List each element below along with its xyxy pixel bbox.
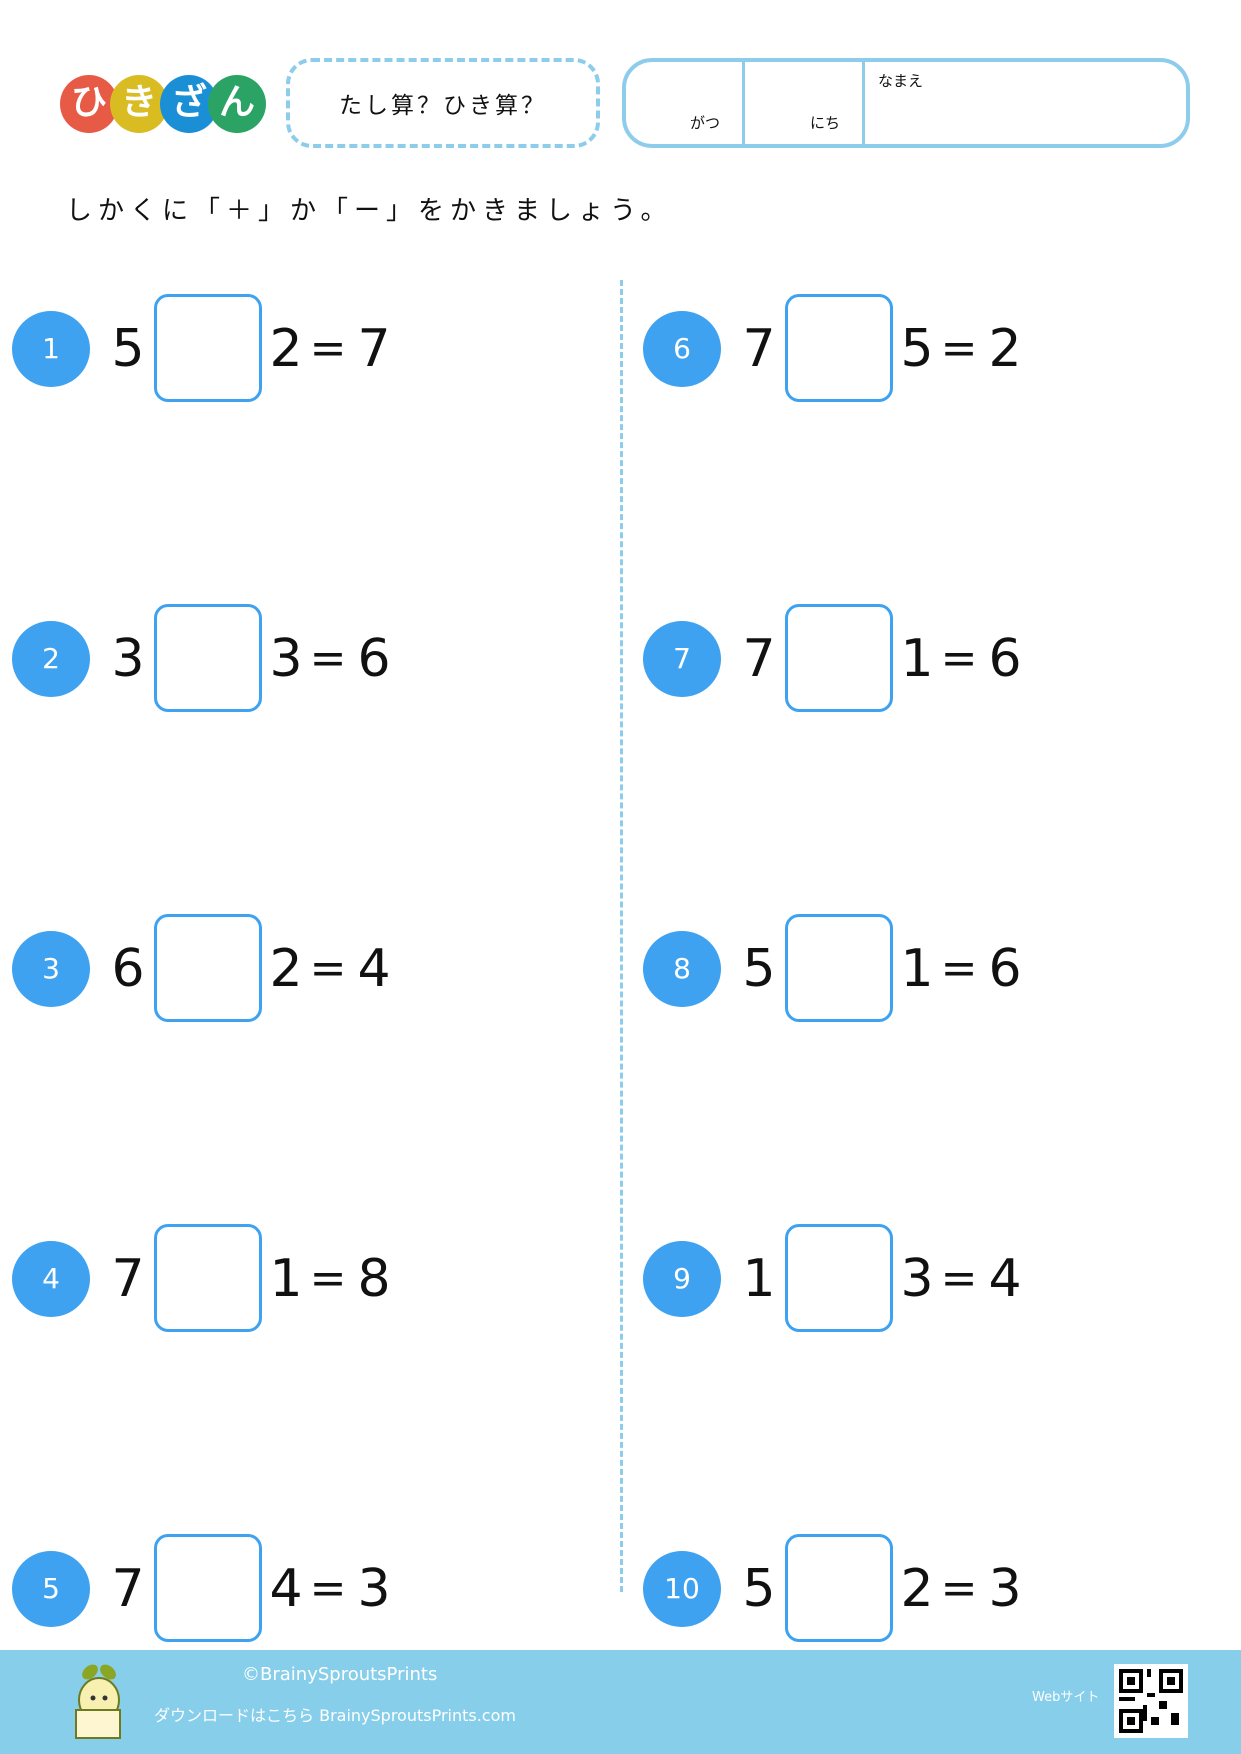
operand-a: 5 — [111, 319, 145, 379]
operand-b: 2 — [269, 939, 303, 999]
operator-answer-box[interactable] — [154, 914, 262, 1022]
problem: 5 7 4 = 3 — [12, 1534, 572, 1644]
operator-answer-box[interactable] — [154, 1534, 262, 1642]
equals-sign: = — [940, 323, 978, 374]
logo-char: ざ — [160, 75, 218, 133]
problem-number: 2 — [12, 621, 90, 697]
operator-answer-box[interactable] — [154, 1224, 262, 1332]
problem-number: 1 — [12, 311, 90, 387]
download-link[interactable]: ダウンロードはこちら BrainySproutsPrints.com — [154, 1706, 516, 1725]
copyright: ©BrainySproutsPrints — [242, 1664, 438, 1685]
result: 6 — [988, 629, 1022, 689]
result: 3 — [357, 1559, 391, 1619]
operand-a: 5 — [742, 1559, 776, 1619]
operand-b: 1 — [269, 1249, 303, 1309]
name-label: なまえ — [878, 72, 924, 90]
operator-answer-box[interactable] — [785, 914, 893, 1022]
problem-number: 3 — [12, 931, 90, 1007]
problem: 2 3 3 = 6 — [12, 604, 572, 714]
operand-a: 7 — [111, 1559, 145, 1619]
equals-sign: = — [940, 1253, 978, 1304]
problem-number: 10 — [643, 1551, 721, 1627]
equals-sign: = — [309, 633, 347, 684]
problem: 3 6 2 = 4 — [12, 914, 572, 1024]
result: 4 — [988, 1249, 1022, 1309]
problem-number: 4 — [12, 1241, 90, 1317]
equals-sign: = — [940, 943, 978, 994]
problem: 6 7 5 = 2 — [643, 294, 1203, 404]
problem-number: 7 — [643, 621, 721, 697]
web-label: Webサイト — [1032, 1690, 1100, 1705]
logo-char: ん — [208, 75, 266, 133]
date-name-box: がつ にち なまえ — [622, 58, 1190, 148]
worksheet-title: たし算？ひき算？ — [286, 58, 600, 148]
operator-answer-box[interactable] — [785, 1534, 893, 1642]
equals-sign: = — [309, 1253, 347, 1304]
problem-number: 8 — [643, 931, 721, 1007]
operator-answer-box[interactable] — [154, 294, 262, 402]
operand-b: 2 — [900, 1559, 934, 1619]
operand-b: 2 — [269, 319, 303, 379]
column-divider — [620, 280, 623, 1592]
equals-sign: = — [940, 633, 978, 684]
operand-a: 7 — [742, 629, 776, 689]
equals-sign: = — [309, 1563, 347, 1614]
divider — [742, 62, 745, 144]
problem: 9 1 3 = 4 — [643, 1224, 1203, 1334]
operator-answer-box[interactable] — [785, 604, 893, 712]
operand-a: 5 — [742, 939, 776, 999]
operand-a: 1 — [742, 1249, 776, 1309]
operator-answer-box[interactable] — [785, 1224, 893, 1332]
operand-a: 7 — [111, 1249, 145, 1309]
logo-char: き — [110, 75, 168, 133]
problem: 1 5 2 = 7 — [12, 294, 572, 404]
qr-code-icon[interactable] — [1114, 1664, 1188, 1738]
operator-answer-box[interactable] — [785, 294, 893, 402]
operand-a: 7 — [742, 319, 776, 379]
operand-b: 5 — [900, 319, 934, 379]
operand-a: 3 — [111, 629, 145, 689]
operand-b: 1 — [900, 939, 934, 999]
equals-sign: = — [309, 943, 347, 994]
month-label: がつ — [690, 114, 721, 132]
day-label: にち — [810, 114, 841, 132]
problem-number: 9 — [643, 1241, 721, 1317]
instruction: しかくに「＋」か「ー」をかきましょう。 — [66, 196, 673, 226]
operand-b: 1 — [900, 629, 934, 689]
result: 8 — [357, 1249, 391, 1309]
result: 3 — [988, 1559, 1022, 1619]
problem-number: 6 — [643, 311, 721, 387]
operand-a: 6 — [111, 939, 145, 999]
equals-sign: = — [940, 1563, 978, 1614]
problem: 10 5 2 = 3 — [643, 1534, 1203, 1644]
result: 6 — [357, 629, 391, 689]
problem: 8 5 1 = 6 — [643, 914, 1203, 1024]
operator-answer-box[interactable] — [154, 604, 262, 712]
divider — [862, 62, 865, 144]
logo-char: ひ — [60, 75, 118, 133]
result: 7 — [357, 319, 391, 379]
problem: 7 7 1 = 6 — [643, 604, 1203, 714]
footer: ©BrainySproutsPrints ダウンロードはこちら BrainySp… — [0, 1650, 1241, 1754]
sprout-mascot-icon — [75, 1664, 121, 1739]
logo: ひ き ざ ん — [60, 75, 270, 133]
result: 4 — [357, 939, 391, 999]
operand-b: 3 — [900, 1249, 934, 1309]
operand-b: 3 — [269, 629, 303, 689]
operand-b: 4 — [269, 1559, 303, 1619]
result: 6 — [988, 939, 1022, 999]
problem: 4 7 1 = 8 — [12, 1224, 572, 1334]
equals-sign: = — [309, 323, 347, 374]
problem-number: 5 — [12, 1551, 90, 1627]
result: 2 — [988, 319, 1022, 379]
